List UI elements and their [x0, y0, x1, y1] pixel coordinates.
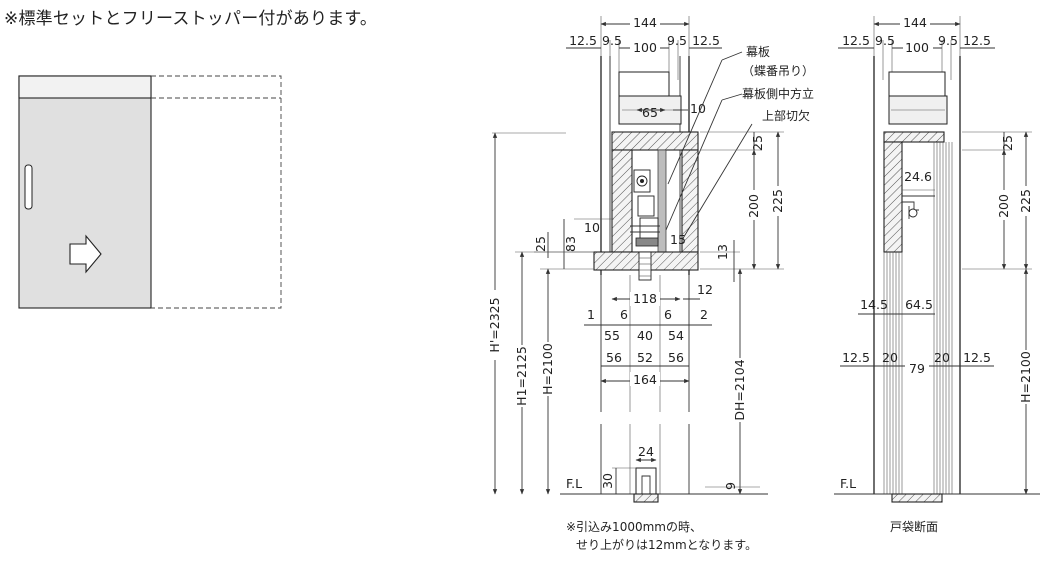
- door-section-pocket: 144 12.5 9.5 100 9.5 12.5: [834, 15, 1040, 534]
- rail-box: [618, 71, 670, 99]
- dim-12-5-bottom-left: 12.5: [842, 350, 870, 365]
- dim-79: 79: [909, 361, 925, 376]
- dim-6-right: 6: [664, 307, 672, 322]
- dim-144: 144: [633, 15, 657, 30]
- dim-200: 200: [746, 194, 761, 218]
- door-leaf: [18, 75, 152, 309]
- label-center-post: 幕板側中方立: [742, 86, 814, 101]
- dim-54: 54: [668, 328, 684, 343]
- dim-h-pocket: H=2100: [1018, 351, 1033, 403]
- dim-h-prime: H'=2325: [487, 297, 502, 352]
- dim-15: 15: [670, 232, 686, 247]
- note-line-1: ※引込み1000mmの時、: [566, 520, 702, 534]
- dim-40: 40: [637, 328, 653, 343]
- dim-225: 225: [770, 189, 785, 213]
- dim-2: 2: [700, 307, 708, 322]
- dim-64-5: 64.5: [905, 297, 933, 312]
- dim-6-left: 6: [620, 307, 628, 322]
- dim-dh: DH=2104: [732, 359, 747, 420]
- label-curtain-board: 幕板: [746, 45, 770, 59]
- dim-h: H=2100: [540, 343, 555, 395]
- pocket-floor-block: [891, 493, 943, 503]
- dim-30: 30: [600, 473, 615, 489]
- curtain-board: [18, 75, 152, 99]
- pocket-stud-lines: [883, 142, 953, 494]
- dim-164: 164: [633, 372, 657, 387]
- dim-25-pocket: 25: [1000, 135, 1015, 151]
- dim-13: 13: [715, 244, 730, 260]
- dim-12-5-right: 12.5: [692, 33, 720, 48]
- dim-9-5-pocket-left: 9.5: [875, 33, 895, 48]
- dim-12: 12: [697, 282, 713, 297]
- bolt-assembly: [638, 251, 652, 281]
- dim-65: 65: [642, 105, 658, 120]
- dim-12-5-pocket-right: 12.5: [963, 33, 991, 48]
- dim-56-left: 56: [606, 350, 622, 365]
- standard-set-note: ※標準セットとフリーストッパー付があります。: [4, 9, 378, 29]
- dim-1: 1: [587, 307, 595, 322]
- dim-118: 118: [633, 291, 657, 306]
- dim-14-5: 14.5: [860, 297, 888, 312]
- stopper-hardware: [630, 169, 660, 247]
- label-hinge-hung: （蝶番吊り）: [742, 63, 814, 78]
- floor-label-center: F.L: [566, 476, 582, 491]
- pocket-wall-left: [883, 141, 903, 253]
- pocket-header-block: [883, 131, 945, 143]
- door-section-center: 144 12.5 9.5 100 9.5 12.5: [487, 15, 814, 552]
- dim-25-right: 25: [750, 135, 765, 151]
- door-elevation: [18, 75, 282, 309]
- floor-label-pocket: F.L: [840, 476, 856, 491]
- dim-55: 55: [604, 328, 620, 343]
- dim-20-right: 20: [934, 350, 950, 365]
- dim-9-5-left: 9.5: [602, 33, 622, 48]
- callout-notch: [681, 123, 753, 241]
- dim-24: 24: [638, 444, 654, 459]
- wall-left: [611, 149, 633, 253]
- dim-12-5-left: 12.5: [569, 33, 597, 48]
- dim-12-5-pocket-left: 12.5: [842, 33, 870, 48]
- door-handle: [24, 164, 33, 210]
- dim-h1: H1=2125: [514, 346, 529, 406]
- dim-52: 52: [637, 350, 653, 365]
- dim-9-5-pocket-right: 9.5: [938, 33, 958, 48]
- dim-83: 83: [563, 236, 578, 252]
- header-block: [611, 131, 699, 151]
- label-top-notch: 上部切欠: [762, 108, 810, 123]
- dim-9: 9: [723, 482, 738, 490]
- dim-144-pocket: 144: [903, 15, 927, 30]
- dim-9-5-right: 9.5: [667, 33, 687, 48]
- dim-12-5-bottom-right: 12.5: [963, 350, 991, 365]
- pocket-outline: [151, 75, 282, 309]
- dim-20-left: 20: [882, 350, 898, 365]
- dim-200-pocket: 200: [996, 194, 1011, 218]
- dim-100: 100: [633, 40, 657, 55]
- dim-25-left: 25: [533, 236, 548, 252]
- dim-100-pocket: 100: [905, 40, 929, 55]
- slide-direction-arrow-icon: [69, 234, 102, 274]
- dim-225-pocket: 225: [1018, 189, 1033, 213]
- floor-guide: [635, 467, 657, 495]
- callout-curtain-board: [667, 59, 723, 185]
- note-line-2: せり上がりは12mmとなります。: [576, 537, 757, 552]
- dim-56-right: 56: [668, 350, 684, 365]
- dim-10-top: 10: [690, 101, 706, 116]
- door-panel: [657, 149, 667, 254]
- pocket-section-caption: 戸袋断面: [890, 519, 938, 534]
- callout-center-post: [665, 99, 723, 231]
- floor-guide-base: [633, 493, 659, 503]
- dim-10-left: 10: [584, 220, 600, 235]
- dim-24-6: 24.6: [904, 169, 932, 184]
